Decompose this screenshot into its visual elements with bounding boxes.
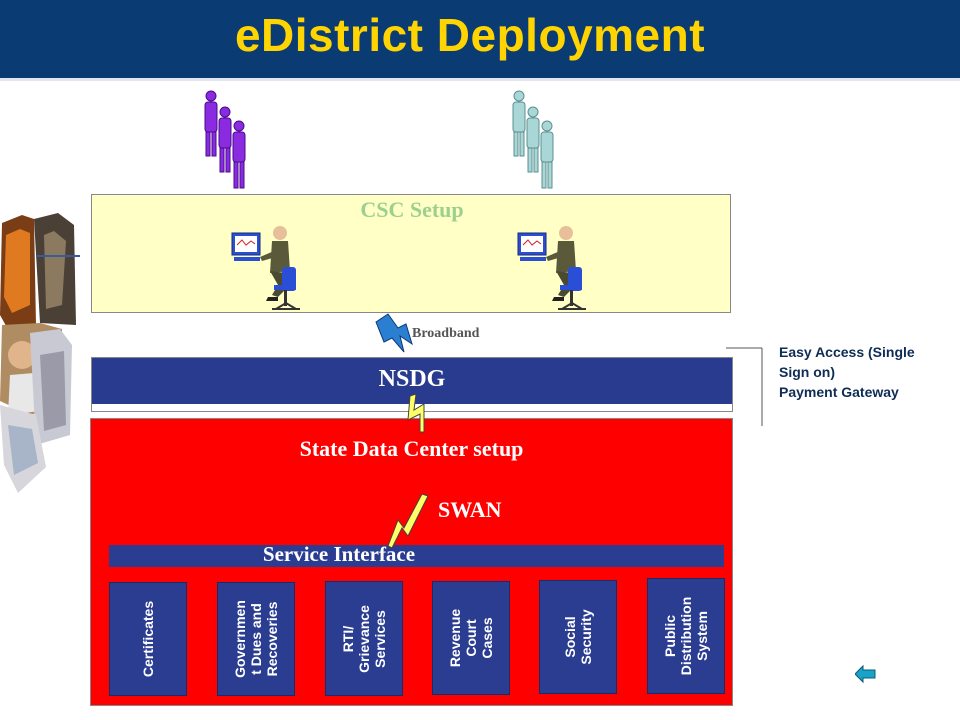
people-queue-icon [512, 90, 554, 189]
lightning-bolt-icon [375, 313, 413, 353]
csc-setup-box: CSC Setup [91, 194, 731, 313]
service-certificates: Certificates [109, 582, 187, 696]
service-label: Governmen t Dues and Recoveries [232, 600, 280, 678]
service-label: Social Security [562, 609, 594, 665]
title-bar: eDistrict Deployment [0, 0, 960, 81]
service-interface-bar: Service Interface [109, 542, 724, 567]
lightning-bolt-icon [407, 394, 425, 433]
service-label: RTI/ Grievance Services [340, 604, 388, 673]
csc-title: CSC Setup [360, 197, 464, 222]
people-queue-icon [204, 90, 246, 189]
service-interface-label: Service Interface [262, 542, 416, 566]
back-arrow-icon[interactable] [855, 664, 877, 684]
side-note-line: Sign on) [779, 364, 835, 380]
service-revenue-court: Revenue Court Cases [432, 581, 510, 695]
service-public-distribution: Public Distribution System [647, 578, 725, 694]
sdc-title: State Data Center setup [299, 436, 524, 461]
service-label: Certificates [140, 600, 156, 678]
state-data-center-box: State Data Center setup SWAN Service Int… [90, 418, 733, 706]
side-note-line: Payment Gateway [779, 384, 899, 400]
broadband-label: Broadband [412, 326, 480, 341]
lightning-bolt-icon [387, 493, 429, 548]
swan-label: SWAN [438, 497, 502, 522]
service-government-dues: Governmen t Dues and Recoveries [217, 582, 295, 696]
service-rti-grievance: RTI/ Grievance Services [325, 581, 403, 696]
nsdg-label: NSDG [378, 366, 446, 392]
computer-operator-icon [231, 226, 300, 310]
side-note: Easy Access (Single Sign on) Payment Gat… [779, 342, 915, 402]
page-title: eDistrict Deployment [234, 9, 706, 61]
photo-collage-icon [0, 213, 80, 493]
side-note-bracket [726, 347, 763, 426]
service-label: Revenue Court Cases [447, 608, 495, 668]
side-note-line: Easy Access (Single [779, 344, 915, 360]
service-label: Public Distribution System [662, 596, 710, 676]
service-social-security: Social Security [539, 580, 617, 694]
computer-operator-icon [517, 226, 586, 310]
